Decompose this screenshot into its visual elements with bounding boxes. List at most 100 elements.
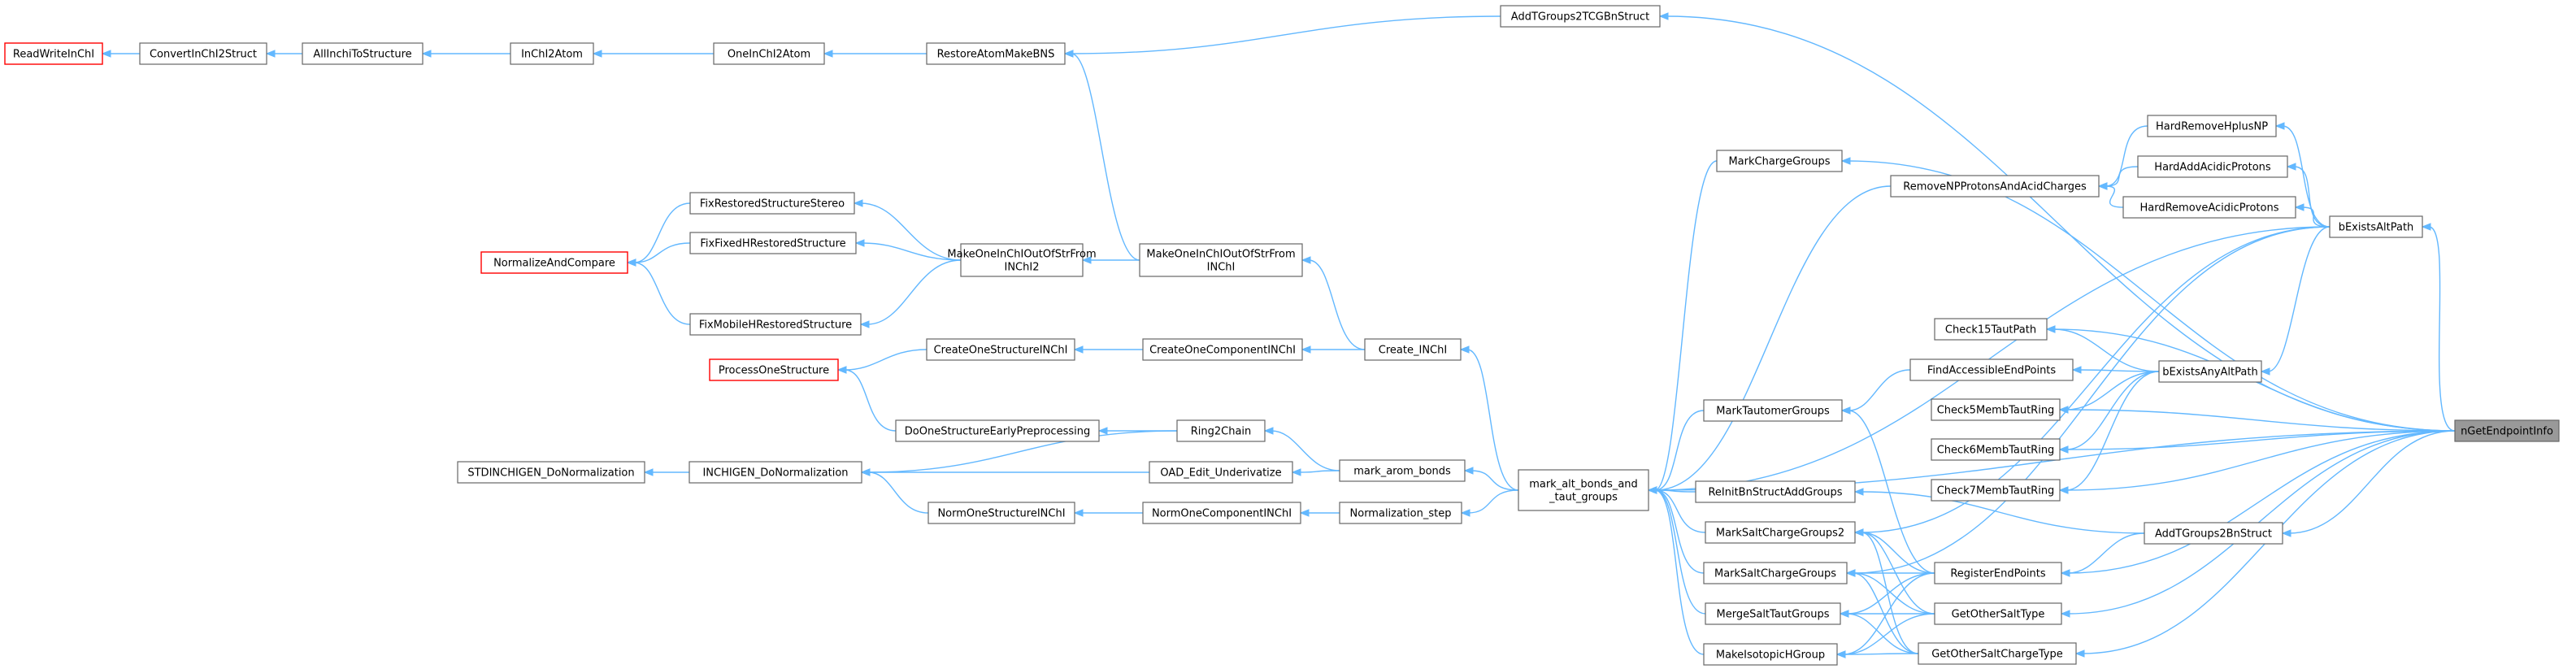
node-label: AddTGroups2BnStruct xyxy=(2155,528,2272,541)
node-ngei[interactable]: nGetEndpointInfo xyxy=(2454,419,2560,442)
edge-ag2-ngei xyxy=(2288,430,2456,534)
node-nac[interactable]: NormalizeAndCompare xyxy=(480,251,628,274)
node-ci[interactable]: Create_INChI xyxy=(1364,338,1462,361)
edge-mscg-gosct xyxy=(1853,572,1919,654)
node-ffh[interactable]: FixFixedHRestoredStructure xyxy=(689,232,857,254)
edge-mabt-mtg xyxy=(1654,410,1705,491)
node-mab[interactable]: mark_arom_bonds xyxy=(1339,459,1466,482)
edge-arrowhead-noci-ns xyxy=(1299,509,1310,517)
node-box xyxy=(2144,522,2283,545)
edge-mtg-fae xyxy=(1848,369,1911,411)
node-rwi[interactable]: ReadWriteInChI xyxy=(4,42,103,65)
node-dose[interactable]: DoOneStructureEarlyPreprocessing xyxy=(895,419,1100,442)
node-c6[interactable]: Check6MembTautRing xyxy=(1931,438,2061,461)
node-mihg[interactable]: MakeIsotopicHGroup xyxy=(1703,643,1838,666)
node-box xyxy=(2147,115,2277,137)
node-label: InChI2Atom xyxy=(521,49,583,61)
edge-arrowhead-gost-ngei xyxy=(2060,610,2070,618)
node-ribs[interactable]: ReInitBnStructAddGroups xyxy=(1695,480,1856,503)
node-gost[interactable]: GetOtherSaltType xyxy=(1934,602,2062,625)
edge-fae-beaap xyxy=(2079,369,2160,372)
node-label: RegisterEndPoints xyxy=(1950,568,2046,580)
node-label: INChI xyxy=(1207,262,1236,274)
node-beap[interactable]: bExistsAltPath xyxy=(2329,215,2423,238)
node-oic2a[interactable]: OneInChI2Atom xyxy=(713,42,825,65)
edge-mabt-mscg xyxy=(1654,489,1705,574)
node-label: CreateOneComponentINChI xyxy=(1149,345,1296,357)
node-box xyxy=(1339,459,1466,482)
node-label: NormOneComponentINChI xyxy=(1152,508,1292,520)
node-nosi[interactable]: NormOneStructureINChI xyxy=(927,502,1075,524)
edge-ramb-atg xyxy=(1071,15,1501,54)
node-ns[interactable]: Normalization_step xyxy=(1339,502,1462,524)
node-hrhp[interactable]: HardRemoveHplusNP xyxy=(2147,115,2277,137)
node-cis[interactable]: ConvertInChI2Struct xyxy=(139,42,267,65)
node-sdn[interactable]: STDINCHIGEN_DoNormalization xyxy=(457,461,645,484)
node-c15[interactable]: Check15TautPath xyxy=(1934,318,2048,341)
edge-ffh-moi2 xyxy=(862,242,962,261)
edge-arrowhead-c5-ngei xyxy=(2058,406,2069,414)
node-hrap[interactable]: HardRemoveAcidicProtons xyxy=(2122,196,2296,219)
node-rep[interactable]: RegisterEndPoints xyxy=(1934,562,2062,584)
edge-beaap-beap xyxy=(2267,226,2331,372)
edge-mscg-beap xyxy=(1853,226,2331,574)
edge-rnp-hrap xyxy=(2105,185,2124,208)
node-mscg2[interactable]: MarkSaltChargeGroups2 xyxy=(1705,521,1856,544)
node-box xyxy=(1695,480,1856,503)
node-cosi[interactable]: CreateOneStructureINChI xyxy=(926,338,1075,361)
edge-arrowhead-mabt-ngei xyxy=(1647,486,1657,494)
node-fae[interactable]: FindAccessibleEndPoints xyxy=(1909,358,2074,381)
edge-arrowhead-beaap-beap xyxy=(2260,367,2270,376)
edge-arrowhead-mcg-ngei xyxy=(1840,157,1851,165)
node-box xyxy=(2158,360,2262,383)
edge-arrowhead-oad-mab xyxy=(1291,468,1301,476)
node-gosct[interactable]: GetOtherSaltChargeType xyxy=(1918,642,2077,665)
node-box xyxy=(1139,243,1303,277)
node-label: FixMobileHRestoredStructure xyxy=(699,319,852,332)
node-c5[interactable]: Check5MembTautRing xyxy=(1931,398,2061,421)
node-aits[interactable]: AllInchiToStructure xyxy=(302,42,424,65)
node-oad[interactable]: OAD_Edit_Underivatize xyxy=(1149,461,1293,484)
edge-ribs-ag2 xyxy=(1861,491,2145,534)
node-label: mark_alt_bonds_and xyxy=(1529,479,1638,491)
node-frss[interactable]: FixRestoredStructureStereo xyxy=(689,192,855,215)
edge-c5-ngei xyxy=(2066,409,2456,432)
node-atg[interactable]: AddTGroups2TCGBnStruct xyxy=(1500,5,1661,28)
edge-haap-beap xyxy=(2293,166,2331,228)
edge-ns-mabt xyxy=(1467,489,1519,514)
node-rnp[interactable]: RemoveNPProtonsAndAcidCharges xyxy=(1890,175,2100,198)
edges-layer xyxy=(101,12,2456,658)
edge-c15-beaap xyxy=(2053,328,2160,372)
node-mscg[interactable]: MarkSaltChargeGroups xyxy=(1703,562,1848,584)
nodes-layer: ReadWriteInChI ConvertInChI2Struct AllInch… xyxy=(4,5,2560,666)
node-noci[interactable]: NormOneComponentINChI xyxy=(1142,502,1301,524)
node-box xyxy=(1703,562,1848,584)
node-mcg[interactable]: MarkChargeGroups xyxy=(1716,150,1843,172)
node-coci[interactable]: CreateOneComponentINChI xyxy=(1142,338,1303,361)
node-pos[interactable]: ProcessOneStructure xyxy=(709,358,839,381)
node-haap[interactable]: HardAddAcidicProtons xyxy=(2137,155,2288,178)
node-label: MarkSaltChargeGroups xyxy=(1714,568,1836,580)
node-label: RemoveNPProtonsAndAcidCharges xyxy=(1903,181,2087,193)
edge-mab-mabt xyxy=(1470,470,1519,491)
node-mtg[interactable]: MarkTautomerGroups xyxy=(1703,399,1843,422)
node-label: HardAddAcidicProtons xyxy=(2154,162,2271,174)
edge-pos-dose xyxy=(844,369,897,432)
edge-arrowhead-c6-ngei xyxy=(2058,445,2069,454)
node-label: AllInchiToStructure xyxy=(313,49,411,61)
node-fmh[interactable]: FixMobileHRestoredStructure xyxy=(689,313,862,336)
node-ramb[interactable]: RestoreAtomMakeBNS xyxy=(926,42,1066,65)
node-idn[interactable]: INCHIGEN_DoNormalization xyxy=(689,461,862,484)
node-r2c[interactable]: Ring2Chain xyxy=(1176,419,1266,442)
edge-ci-mabt xyxy=(1466,349,1519,491)
node-c7[interactable]: Check7MembTautRing xyxy=(1931,479,2061,502)
node-beaap[interactable]: bExistsAnyAltPath xyxy=(2158,360,2262,383)
edge-arrowhead-moi2-moi xyxy=(1081,256,1092,264)
node-ic2a[interactable]: InChI2Atom xyxy=(510,42,594,65)
node-box xyxy=(2329,215,2423,238)
node-mstg[interactable]: MergeSaltTautGroups xyxy=(1705,602,1841,625)
node-ag2[interactable]: AddTGroups2BnStruct xyxy=(2144,522,2283,545)
node-mabt[interactable]: mark_alt_bonds_and_taut_groups xyxy=(1518,469,1649,511)
